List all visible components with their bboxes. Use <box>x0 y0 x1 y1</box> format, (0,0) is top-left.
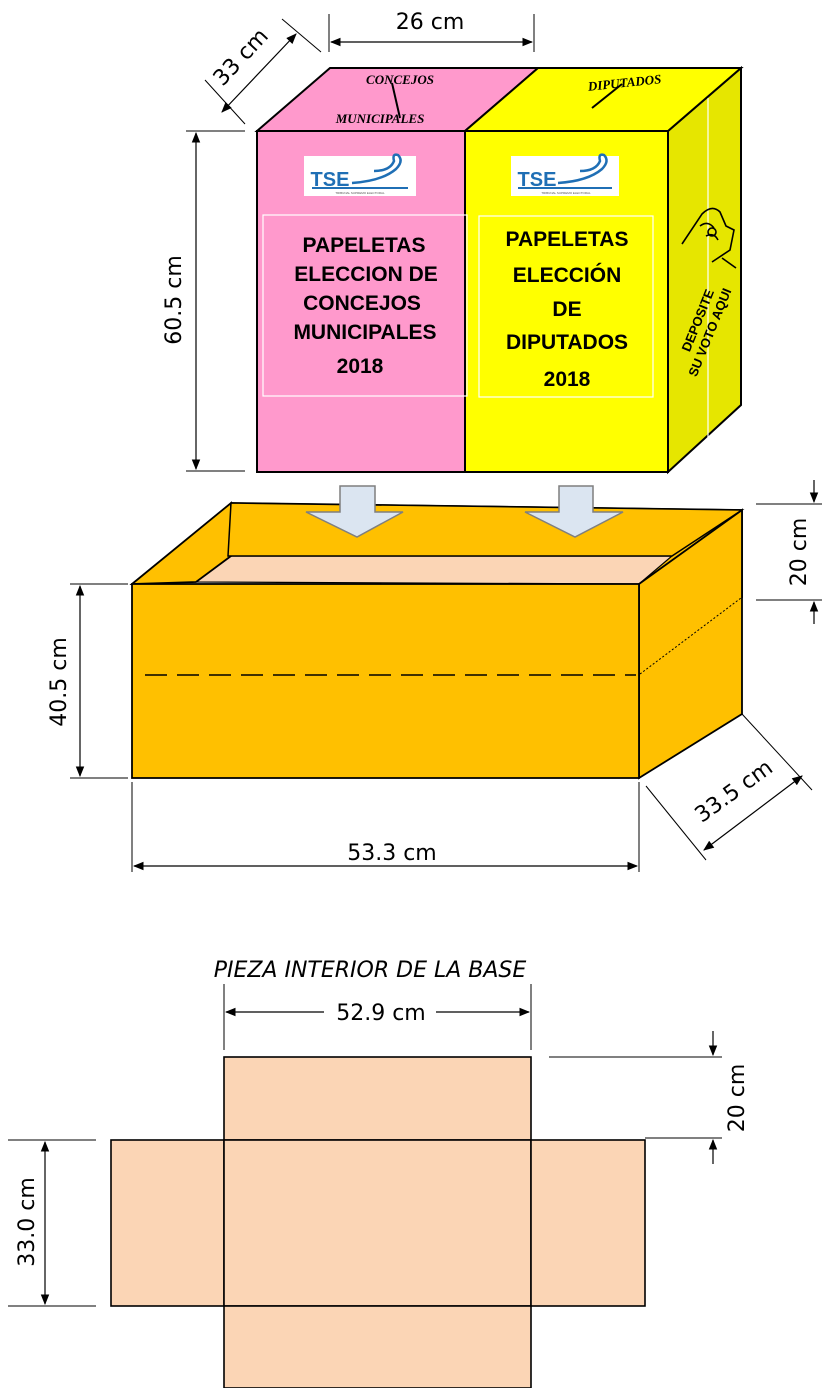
dim-box-width: 26 cm <box>396 10 465 35</box>
yellow-panel-line-1: PAPELETAS <box>506 228 629 251</box>
dim-inner-flap: 20 cm <box>725 1064 750 1133</box>
pink-panel-line-4: MUNICIPALES <box>293 321 436 344</box>
yellow-logo-text: TSE <box>518 169 557 191</box>
pink-lid-label-1: CONCEJOS <box>366 72 434 87</box>
dim-inner-depth: 33.0 cm <box>15 1177 40 1267</box>
dim-line-box-depth <box>221 33 297 113</box>
pink-panel-line-1: PAPELETAS <box>303 234 426 257</box>
yellow-logo-subtitle: TRIBUNAL SUPREMO ELECTORAL <box>541 191 591 195</box>
yellow-panel-frame <box>478 215 654 398</box>
dim-base-width: 53.3 cm <box>347 841 437 866</box>
dim-base-rim: 20 cm <box>787 518 812 587</box>
down-arrow-icon <box>305 485 404 538</box>
base-inner-back <box>227 502 745 557</box>
dim-box-depth: 33 cm <box>209 24 274 91</box>
pink-lid-label-2: MUNICIPALES <box>335 111 425 126</box>
dim-base-depth: 33.5 cm <box>691 755 778 828</box>
down-arrow-icon <box>524 485 624 538</box>
dim-base-height: 40.5 cm <box>47 637 72 727</box>
net-top-flap <box>223 1056 532 1141</box>
inner-piece-net <box>110 1056 646 1388</box>
net-left-flap <box>110 1139 225 1307</box>
yellow-tse-logo: TSE TRIBUNAL SUPREMO ELECTORAL <box>511 153 619 196</box>
yellow-box-side-face <box>667 65 742 475</box>
yellow-panel-line-2: ELECCIÓN <box>513 263 622 287</box>
net-right-flap <box>530 1139 646 1307</box>
pink-panel-line-2: ELECCION DE <box>294 263 438 286</box>
yellow-panel-line-4: DIPUTADOS <box>506 331 628 354</box>
pink-tse-logo: TSE TRIBUNAL SUPREMO ELECTORAL <box>304 153 416 196</box>
pink-logo-text: TSE <box>311 169 350 191</box>
base-side-fold <box>639 597 742 675</box>
base-box <box>129 485 745 780</box>
inner-piece-title: PIEZA INTERIOR DE LA BASE <box>214 958 527 983</box>
net-center <box>223 1139 532 1307</box>
base-inner-floor <box>194 555 674 585</box>
inner-piece-dimensions: 52.9 cm 20 cm 33.0 cm <box>8 984 750 1307</box>
pink-logo-subtitle: TRIBUNAL SUPREMO ELECTORAL <box>335 191 385 195</box>
pink-panel-frame <box>262 214 468 397</box>
yellow-panel-line-5: 2018 <box>544 368 591 391</box>
yellow-panel-line-3: DE <box>552 298 581 321</box>
dim-box-height: 60.5 cm <box>162 255 187 345</box>
yellow-lid-slot <box>591 83 623 109</box>
base-front-face <box>131 583 640 779</box>
dim-inner-width: 52.9 cm <box>336 1001 426 1026</box>
pink-panel-line-3: CONCEJOS <box>303 292 421 315</box>
pink-panel-line-5: 2018 <box>337 355 384 378</box>
dim-line-base-depth <box>703 775 803 851</box>
hand-vote-icon <box>681 207 737 269</box>
net-bottom-flap <box>223 1305 532 1388</box>
pink-lid-slot <box>391 82 401 119</box>
ballot-boxes: CONCEJOS MUNICIPALES DIPUTADOS TSE TRIBU… <box>254 65 744 475</box>
